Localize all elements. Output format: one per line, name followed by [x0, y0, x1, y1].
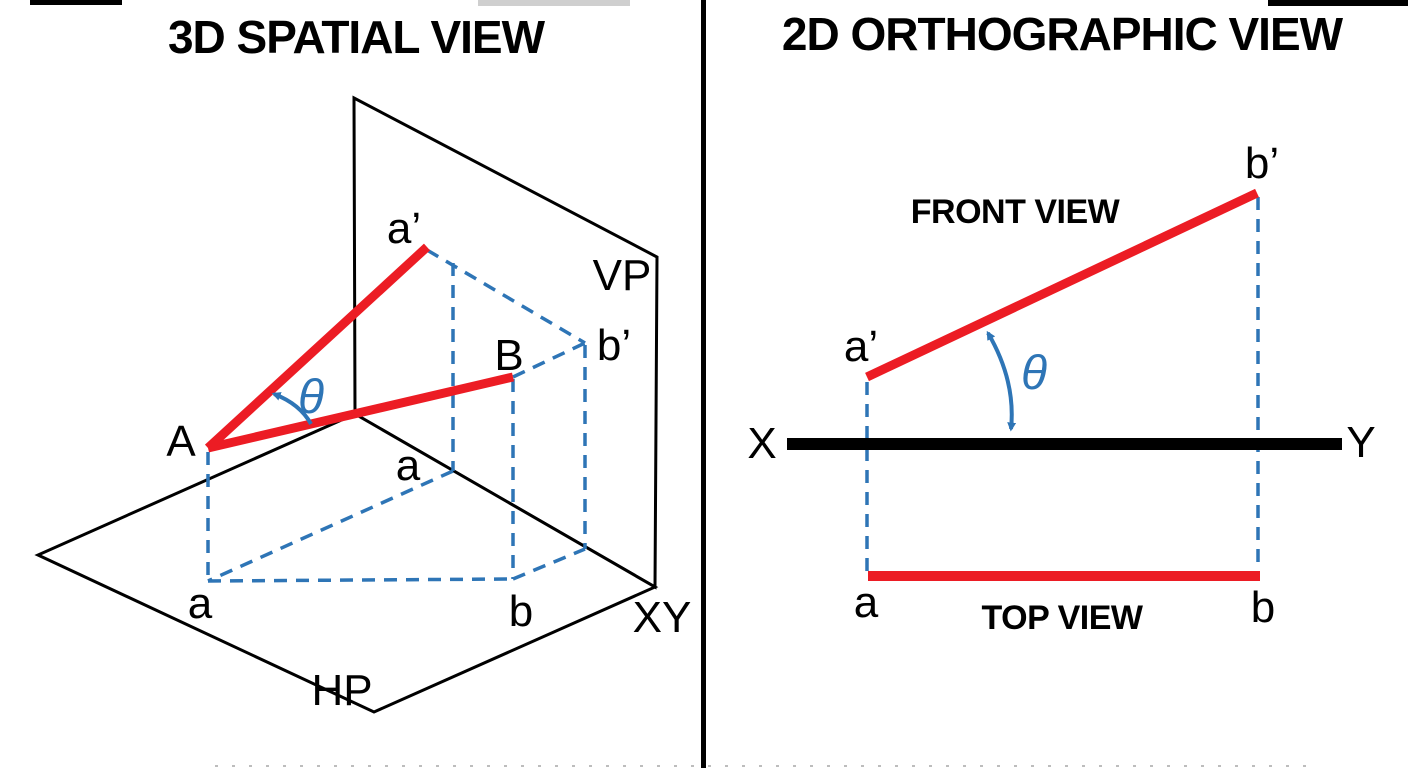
top-view-a-b-3d — [207, 577, 514, 583]
projector-fold-to-a — [207, 469, 454, 583]
label-theta-3d: θ — [297, 371, 325, 424]
label-bprime-3d: b’ — [596, 321, 632, 370]
line-A-aprime — [204, 243, 431, 452]
front-view-caption: FRONT VIEW — [910, 193, 1120, 231]
projector-b-to-fold — [512, 547, 586, 581]
label-X: X — [747, 419, 777, 468]
label-aprime-2d: a’ — [843, 322, 879, 371]
right-panel-title: 2D ORTHOGRAPHIC VIEW — [781, 8, 1343, 60]
label-a-fold: a — [395, 441, 421, 490]
line-A-B — [206, 372, 515, 453]
theta-arc-3d — [271, 392, 313, 426]
label-A: A — [166, 417, 196, 466]
top-view-caption: TOP VIEW — [981, 599, 1143, 637]
top-edge-crop-artifact-right — [1268, 0, 1408, 6]
top-edge-crop-artifact-middle — [478, 0, 630, 6]
label-b-2d: b — [1250, 583, 1276, 632]
top-edge-crop-artifact-left — [30, 0, 122, 5]
label-theta-2d: θ — [1020, 347, 1048, 400]
label-hp: HP — [311, 666, 373, 715]
hp-plane — [34, 412, 659, 714]
label-a-topview-3d: a — [187, 579, 213, 628]
label-B: B — [494, 331, 524, 380]
label-b-topview-3d: b — [508, 587, 534, 636]
theta-arc-2d — [986, 330, 1017, 432]
projector-B-to-bprime — [512, 341, 586, 379]
label-xy-fold: XY — [632, 593, 692, 642]
label-aprime-3d: a’ — [386, 204, 422, 253]
label-bprime-2d: b’ — [1244, 139, 1280, 188]
left-panel-title: 3D SPATIAL VIEW — [167, 11, 545, 63]
label-vp: VP — [592, 251, 652, 300]
panel-divider — [701, 0, 706, 768]
label-Y: Y — [1346, 418, 1376, 467]
front-view-line — [865, 188, 1259, 382]
label-a-2d: a — [853, 578, 879, 627]
